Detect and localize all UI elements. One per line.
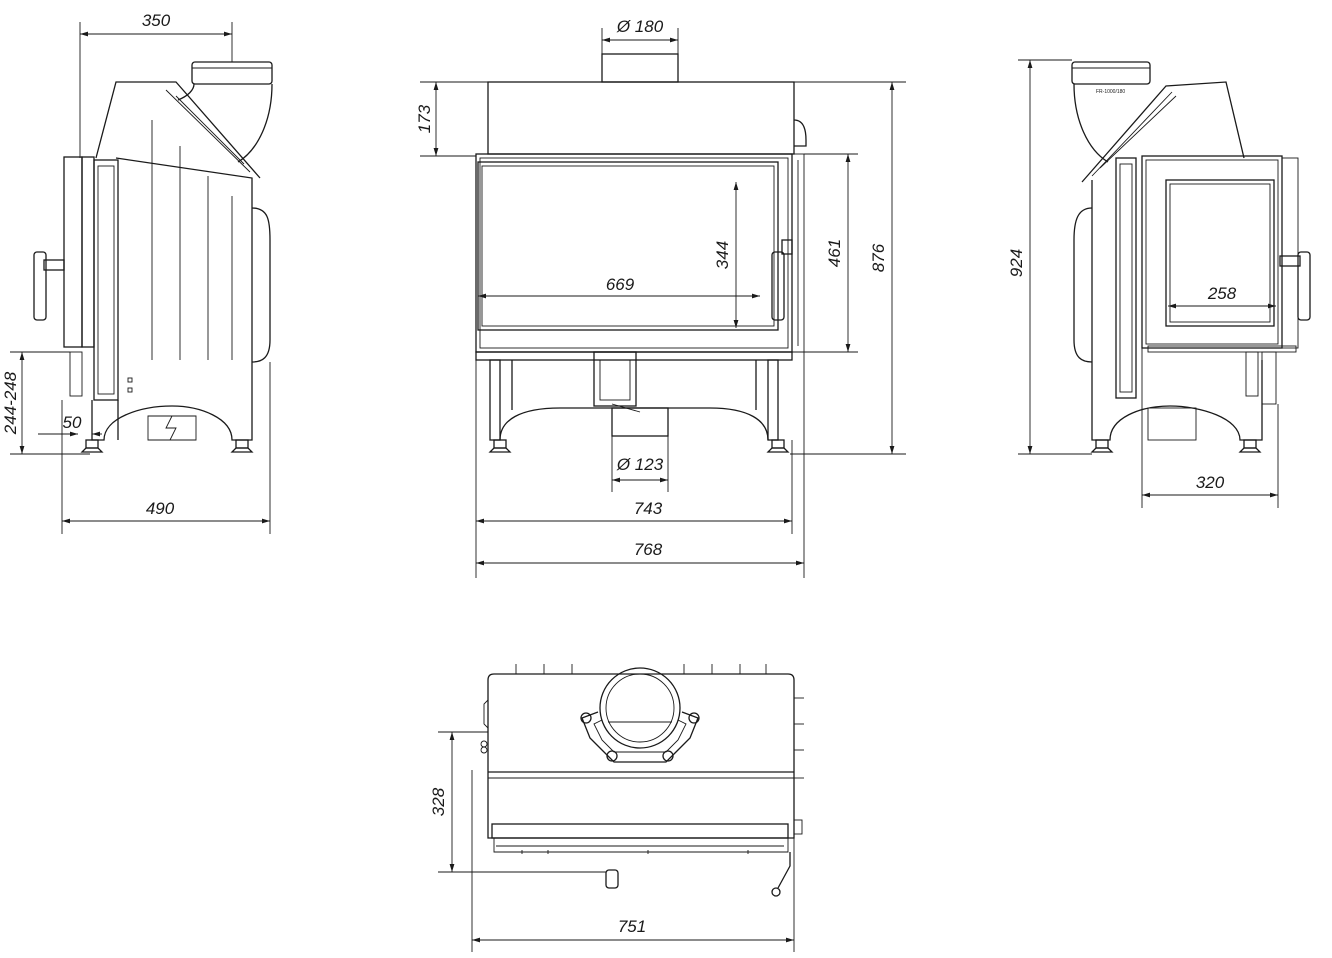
- dim-side-right-total-height: 924: [1007, 249, 1026, 277]
- dim-side-right-glass-width: 258: [1207, 284, 1237, 303]
- dim-top-depth: 328: [429, 787, 448, 816]
- dim-side-left-top-width: 350: [142, 11, 171, 30]
- flue-marking-label: FR-1000/180: [1096, 89, 1125, 95]
- front-flue: [601, 53, 679, 83]
- dim-top-width: 751: [618, 917, 646, 936]
- dim-front-total-height: 876: [869, 243, 888, 272]
- dim-front-inner-width: 743: [634, 499, 663, 518]
- dim-side-right-width: 320: [1196, 473, 1225, 492]
- front-view: Ø 180 173 669 344 461 876 Ø 123 743: [415, 17, 906, 578]
- dim-side-left-depth: 490: [146, 499, 175, 518]
- dim-side-left-offset: 50: [63, 413, 82, 432]
- side-view-left: 350 244-248 50 490: [1, 11, 273, 534]
- dim-side-left-leg-height: 244-248: [1, 371, 20, 435]
- dim-front-door-height: 461: [825, 239, 844, 267]
- dim-front-outer-width: 768: [634, 540, 663, 559]
- side-view-right: FR-1000/180 924: [1007, 59, 1311, 508]
- dim-front-glass-width: 669: [606, 275, 635, 294]
- dim-front-flue-diameter: Ø 180: [616, 17, 664, 36]
- top-view: 328 751: [429, 664, 804, 952]
- flue-collar-left: [191, 61, 273, 85]
- top-flue-circle: [599, 667, 681, 749]
- dim-front-glass-height: 344: [713, 241, 732, 269]
- dim-front-top-height: 173: [415, 104, 434, 133]
- dim-front-air-diameter: Ø 123: [616, 455, 664, 474]
- top-outline: [487, 673, 795, 839]
- front-glass: [477, 161, 779, 331]
- front-hood: [487, 81, 795, 155]
- front-door: [475, 153, 793, 353]
